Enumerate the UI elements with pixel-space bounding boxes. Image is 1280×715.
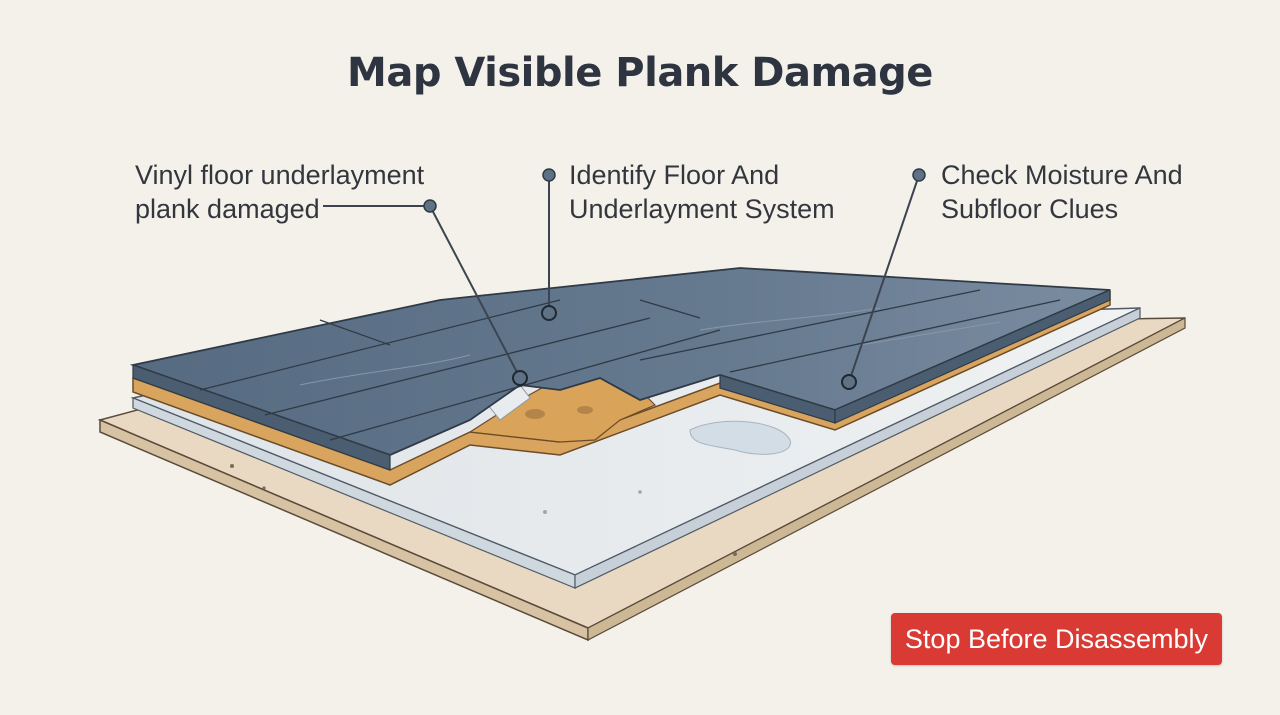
callout-3-target-dot <box>841 374 857 390</box>
callout-line: Underlayment System <box>569 194 835 224</box>
page-title: Map Visible Plank Damage <box>347 50 933 96</box>
callout-floor-system: Identify Floor And Underlayment System <box>569 158 835 226</box>
callout-leaders <box>323 168 926 390</box>
callout-line: Vinyl floor underlayment <box>135 160 425 190</box>
callout-damaged-plank: Vinyl floor underlayment plank damaged <box>135 158 424 226</box>
callout-3-anchor-dot <box>912 168 926 182</box>
callout-line: plank damaged <box>135 194 320 224</box>
callout-2-anchor-dot <box>542 168 556 182</box>
callout-line: Identify Floor And <box>569 160 780 190</box>
callout-2-target-dot <box>541 305 557 321</box>
callout-moisture-clues: Check Moisture And Subfloor Clues <box>941 158 1183 226</box>
callout-line: Subfloor Clues <box>941 194 1119 224</box>
vinyl-plank-layer <box>129 267 1111 471</box>
callout-1-target-dot <box>512 370 528 386</box>
callout-1-anchor-dot <box>423 199 437 213</box>
callout-line: Check Moisture And <box>941 160 1183 190</box>
stop-before-disassembly-button[interactable]: Stop Before Disassembly <box>891 613 1222 665</box>
